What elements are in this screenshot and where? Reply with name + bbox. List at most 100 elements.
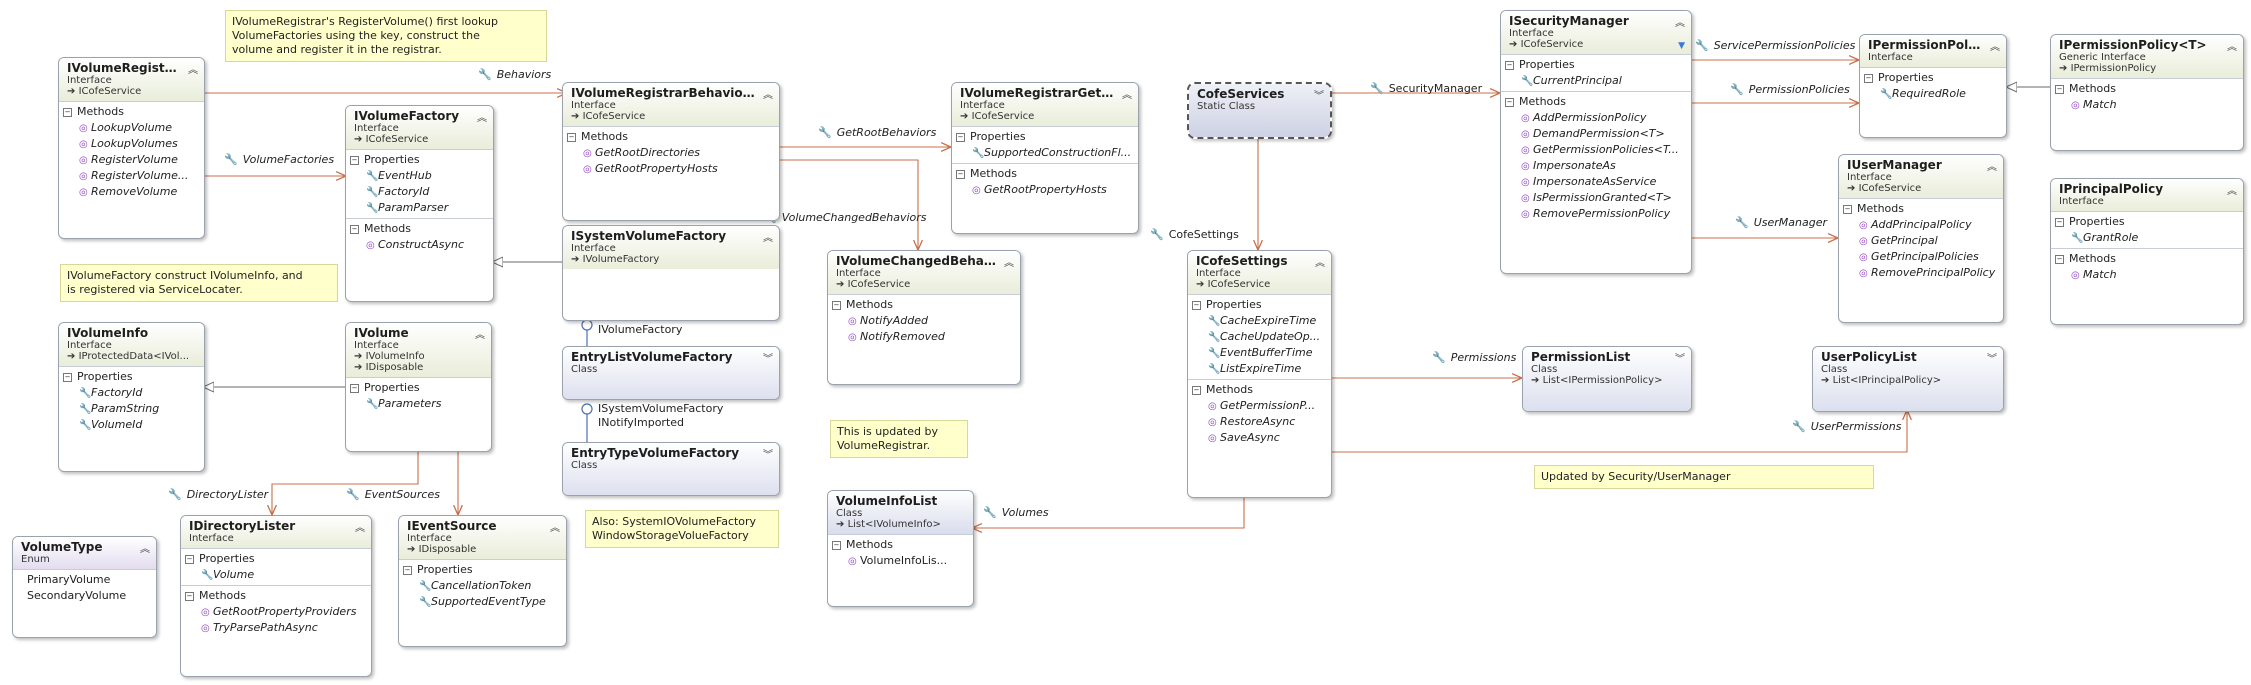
expand-chevron-icon[interactable]: ︾ [763, 354, 773, 365]
property-item: 🔧ListExpireTime [1208, 362, 1302, 375]
shape-ipermissionpolicy-generic[interactable]: IPermissionPolicy<T>Generic Interface➔ I… [2050, 34, 2244, 151]
section-toggle[interactable]: −Methods [1192, 383, 1253, 396]
property-item: 🔧FactoryId [366, 185, 430, 198]
method-icon: ◎ [2071, 100, 2080, 111]
collapse-chevron-icon[interactable]: ︽ [475, 330, 485, 341]
expand-chevron-icon[interactable]: ︾ [763, 450, 773, 461]
wrench-icon: 🔧 [366, 171, 379, 182]
section-toggle[interactable]: −Methods [2055, 252, 2116, 265]
section-toggle[interactable]: −Properties [350, 381, 420, 394]
method-item: ◎NotifyRemoved [848, 330, 945, 343]
enum-value: PrimaryVolume [27, 573, 111, 586]
property-item: 🔧EventHub [366, 169, 432, 182]
collapse-chevron-icon[interactable]: ︽ [140, 544, 150, 555]
collapse-chevron-icon[interactable]: ︽ [1004, 258, 1014, 269]
shape-ivolumeregistrarbehavior[interactable]: IVolumeRegistrarBehavior...Interface➔ IC… [562, 82, 780, 221]
collapse-chevron-icon[interactable]: ︽ [2227, 42, 2237, 53]
section-toggle[interactable]: −Properties [1192, 298, 1262, 311]
wrench-icon: 🔧 [419, 597, 432, 608]
collapse-chevron-icon[interactable]: ︽ [1122, 90, 1132, 101]
method-item: ◎SaveAsync [1208, 431, 1280, 444]
collapse-chevron-icon[interactable]: ︽ [1990, 42, 2000, 53]
expand-chevron-icon[interactable]: ︾ [1675, 354, 1685, 365]
section-toggle[interactable]: −Properties [956, 130, 1026, 143]
expand-chevron-icon[interactable]: ︾ [1314, 91, 1324, 102]
shape-ivolumechangedbehavior[interactable]: IVolumeChangedBehavi...Interface➔ ICofeS… [827, 250, 1021, 385]
section-toggle[interactable]: −Properties [350, 153, 420, 166]
section-toggle[interactable]: −Methods [350, 222, 411, 235]
method-item: ◎GetPrincipalPolicies [1859, 250, 1979, 263]
method-item: ◎RegisterVolume [79, 153, 178, 166]
property-item: 🔧EventBufferTime [1208, 346, 1313, 359]
note-security: Updated by Security/UserManager [1534, 465, 1874, 489]
label-event-sources: 🔧EventSources [346, 488, 440, 501]
section-toggle[interactable]: −Properties [2055, 215, 2125, 228]
section-toggle[interactable]: −Methods [956, 167, 1017, 180]
wrench-icon: 🔧 [972, 148, 985, 159]
collapse-chevron-icon[interactable]: ︽ [1987, 162, 1997, 173]
section-toggle[interactable]: −Properties [1864, 71, 1934, 84]
collapse-chevron-icon[interactable]: ︽ [763, 90, 773, 101]
method-item: ◎GetRootPropertyProviders [201, 605, 357, 618]
collapse-chevron-icon[interactable]: ︽ [355, 523, 365, 534]
section-toggle[interactable]: −Properties [1505, 58, 1575, 71]
method-item: ◎DemandPermission<T> [1521, 127, 1665, 140]
wrench-icon: 🔧 [1208, 364, 1221, 375]
collapse-chevron-icon[interactable]: ︽ [763, 233, 773, 244]
section-toggle[interactable]: −Methods [832, 298, 893, 311]
method-item: ◎GetPermissionPolicies<T... [1521, 143, 1679, 156]
property-item: 🔧Parameters [366, 397, 442, 410]
section-toggle[interactable]: −Methods [63, 105, 124, 118]
collapse-chevron-icon[interactable]: ︽ [550, 523, 560, 534]
section-toggle[interactable]: −Properties [403, 563, 473, 576]
section-toggle[interactable]: −Methods [2055, 82, 2116, 95]
section-toggle[interactable]: −Methods [1505, 95, 1566, 108]
section-toggle[interactable]: −Methods [567, 130, 628, 143]
wrench-icon: 🔧 [1208, 332, 1221, 343]
section-toggle[interactable]: −Methods [1843, 202, 1904, 215]
expand-chevron-icon[interactable]: ︾ [1987, 354, 1997, 365]
shape-ivolumeregistrargetro[interactable]: IVolumeRegistrarGetRo...Interface➔ ICofe… [951, 82, 1139, 234]
method-item: ◎RemovePrincipalPolicy [1859, 266, 1996, 279]
collapse-chevron-icon[interactable]: ︽ [477, 113, 487, 124]
filter-icon[interactable]: ▼ [1678, 41, 1685, 51]
collapse-chevron-icon[interactable]: ︽ [1675, 18, 1685, 29]
collapse-chevron-icon[interactable]: ︽ [188, 65, 198, 76]
label-lollipop-ivolumefactory: IVolumeFactory [598, 323, 683, 336]
method-icon: ◎ [1521, 193, 1530, 204]
section-toggle[interactable]: −Methods [832, 538, 893, 551]
section-toggle[interactable]: −Properties [185, 552, 255, 565]
section-toggle[interactable]: −Methods [185, 589, 246, 602]
method-item: ◎AddPrincipalPolicy [1859, 218, 1972, 231]
wrench-icon: 🔧 [79, 388, 92, 399]
collapse-chevron-icon[interactable]: ︽ [2227, 186, 2237, 197]
method-item: ◎VolumeInfoLis... [848, 554, 948, 567]
section-toggle[interactable]: −Properties [63, 370, 133, 383]
method-icon: ◎ [79, 155, 88, 166]
collapse-chevron-icon[interactable]: ︽ [1315, 258, 1325, 269]
method-item: ◎ConstructAsync [366, 238, 465, 251]
